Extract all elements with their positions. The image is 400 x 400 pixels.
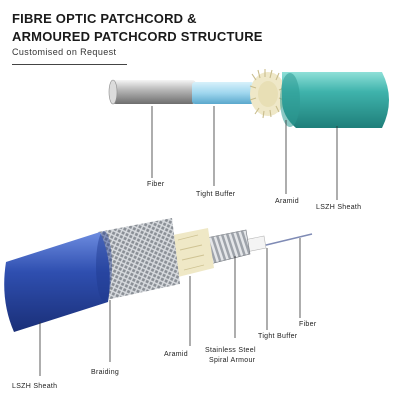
label-armoured-fiber: Fiber — [299, 321, 317, 328]
blue-sheath-opening — [96, 231, 112, 301]
label-fiber: Fiber — [147, 181, 165, 188]
label-braiding: Braiding — [91, 369, 119, 376]
label-armoured-lszh-sheath: LSZH Sheath — [12, 383, 57, 390]
label-aramid: Aramid — [275, 198, 299, 205]
armoured-fiber — [261, 233, 313, 247]
label-armour-line-1: Stainless Steel — [205, 347, 256, 354]
armoured-cable — [4, 218, 313, 332]
tight-buffer — [192, 82, 254, 104]
lszh-sheath-blue — [4, 232, 110, 332]
label-armoured-tight-buffer: Tight Buffer — [258, 333, 298, 340]
subtitle: Customised on Request — [12, 47, 117, 57]
label-armour-line-2: Spiral Armour — [209, 357, 256, 364]
patchcord-cable — [108, 69, 389, 128]
title-line-1: FIBRE OPTIC PATCHCORD & — [12, 11, 197, 26]
steel-braiding — [98, 218, 180, 300]
title-line-2: ARMOURED PATCHCORD STRUCTURE — [12, 29, 263, 44]
subtitle-underline — [12, 64, 127, 65]
lszh-sheath-teal — [282, 72, 389, 128]
page-title: FIBRE OPTIC PATCHCORD & ARMOURED PATCHCO… — [12, 10, 263, 46]
label-armoured-aramid: Aramid — [164, 351, 188, 358]
patchcord-leaders — [151, 106, 338, 200]
armoured-leaders — [39, 238, 301, 376]
aramid-yarn — [249, 69, 286, 119]
ferrule-end — [108, 79, 118, 105]
fiber-ferrule — [112, 80, 196, 104]
sheath-opening — [280, 73, 300, 127]
label-tight-buffer: Tight Buffer — [196, 191, 236, 198]
label-lszh-sheath: LSZH Sheath — [316, 204, 361, 211]
